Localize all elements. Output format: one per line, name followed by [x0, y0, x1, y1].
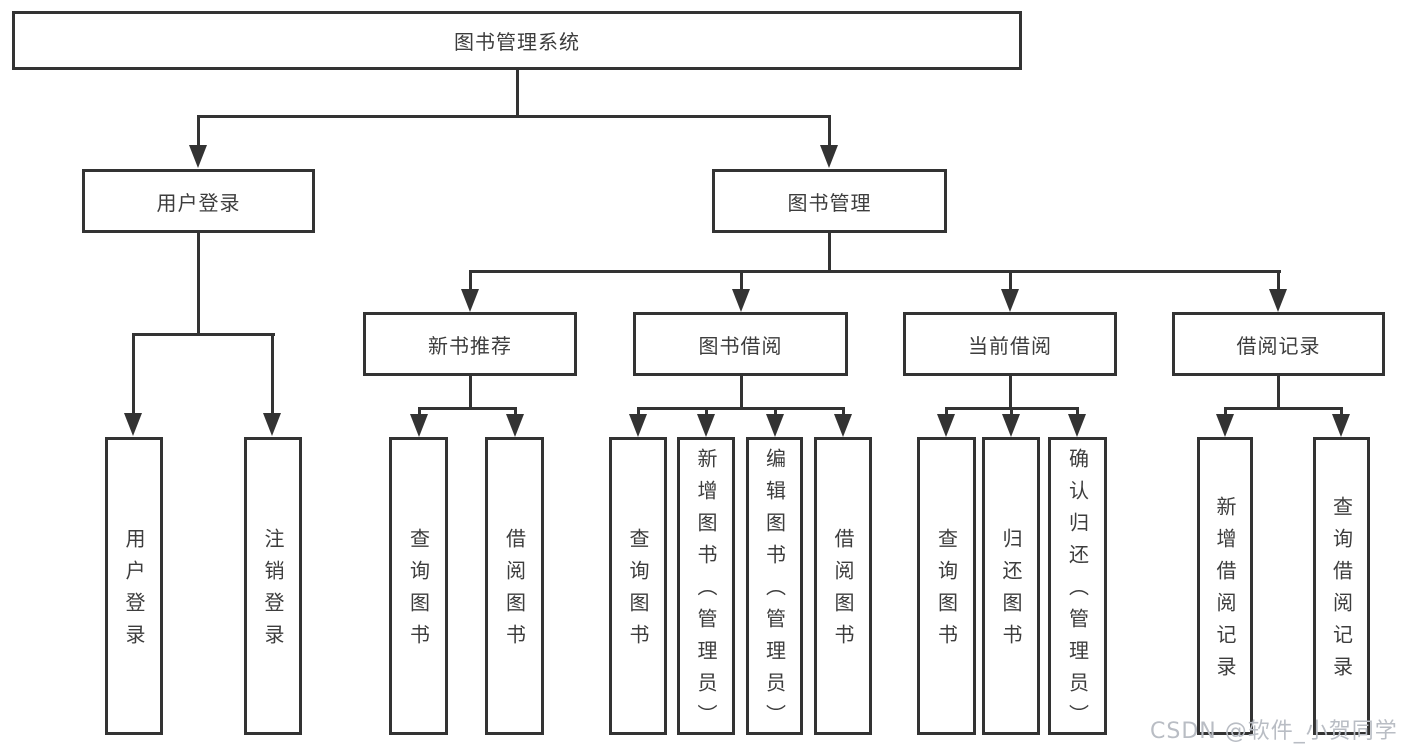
connector-cur-stub: [1009, 376, 1012, 410]
arrowhead-leaf: [506, 414, 524, 437]
connector-his-bar: [1224, 407, 1343, 410]
connector-leaf-drop: [514, 407, 517, 416]
leaf-label: 借阅图书: [831, 528, 855, 656]
leaf-add-book-admin: 新增图书（管理员）: [677, 437, 735, 736]
leaf-return-book: 归还图书: [982, 437, 1040, 735]
node-label: 借阅记录: [1236, 333, 1321, 358]
connector-leaf-drop: [1076, 407, 1079, 416]
connector-book-mgmt-stub: [828, 233, 831, 273]
connector-root-stub: [516, 70, 519, 117]
arrowhead-book-mgmt: [820, 145, 838, 168]
leaf-label: 确认归还（管理员）: [1065, 448, 1090, 736]
connector-leaf-drop: [1224, 407, 1227, 416]
node-label: 图书借阅: [698, 333, 783, 358]
connector-leaf-drop: [945, 407, 948, 416]
connector-bor-stub: [740, 376, 743, 410]
node-user-login: 用户登录: [82, 169, 315, 233]
leaf-label: 归还图书: [999, 528, 1023, 656]
node-library-management-system: 图书管理系统: [12, 11, 1022, 70]
leaf-edit-book-admin: 编辑图书（管理员）: [746, 437, 803, 736]
connector-leaf-drop: [774, 407, 777, 416]
arrowhead-borrow-record: [1269, 289, 1287, 312]
leaf-logout: 注销登录: [244, 437, 302, 735]
leaf-label: 用户登录: [122, 528, 146, 656]
arrowhead-leaf: [263, 413, 281, 436]
leaf-query-book-current: 查询图书: [917, 437, 976, 735]
arrowhead-leaf: [1332, 414, 1350, 437]
connector-user-login-stub: [197, 233, 200, 336]
connector-level3-drop: [1277, 270, 1280, 290]
connector-level3-drop: [1009, 270, 1012, 290]
leaf-label: 查询借阅记录: [1329, 496, 1354, 688]
arrowhead-book-borrow: [732, 289, 750, 312]
leaf-label: 编辑图书（管理员）: [762, 448, 787, 736]
leaf-label: 借阅图书: [502, 528, 527, 656]
leaf-query-book-recommend: 查询图书: [389, 437, 448, 735]
connector-leaf-drop: [705, 407, 708, 416]
node-new-book-recommend: 新书推荐: [363, 312, 577, 376]
leaf-label: 查询图书: [934, 528, 959, 656]
node-label: 当前借阅: [968, 333, 1052, 358]
connector-user-login-drop: [197, 115, 200, 147]
connector-his-stub: [1277, 376, 1280, 410]
leaf-add-borrow-record: 新增借阅记录: [1197, 437, 1253, 735]
arrowhead-leaf: [124, 413, 142, 436]
leaf-label: 查询图书: [406, 528, 431, 656]
connector-rec-stub: [469, 376, 472, 410]
node-label: 图书管理系统: [454, 30, 580, 54]
node-book-borrow: 图书借阅: [633, 312, 848, 376]
arrowhead-leaf: [1068, 414, 1086, 437]
connector-leaf-drop: [842, 407, 845, 416]
arrowhead-new-book-recommend: [461, 289, 479, 312]
connector-leaf-drop: [637, 407, 640, 416]
leaf-label: 注销登录: [261, 528, 285, 656]
arrowhead-leaf: [1002, 414, 1020, 437]
connector-user-login-bar: [132, 333, 275, 336]
node-book-management: 图书管理: [712, 169, 947, 233]
arrowhead-leaf: [629, 414, 647, 437]
connector-leaf-drop: [1340, 407, 1343, 416]
arrowhead-current-borrow: [1001, 289, 1019, 312]
connector-leaf-drop: [132, 333, 135, 413]
arrowhead-leaf: [410, 414, 428, 437]
connector-level3-drop: [740, 270, 743, 290]
arrowhead-leaf: [834, 414, 852, 437]
connector-leaf-drop: [271, 333, 274, 413]
leaf-query-book-borrow: 查询图书: [609, 437, 667, 735]
connector-leaf-drop: [1010, 407, 1013, 416]
arrowhead-leaf: [697, 414, 715, 437]
arrowhead-leaf: [937, 414, 955, 437]
leaf-confirm-return-admin: 确认归还（管理员）: [1048, 437, 1107, 736]
connector-level3-bar: [469, 270, 1281, 273]
arrowhead-leaf: [766, 414, 784, 437]
arrowhead-leaf: [1216, 414, 1234, 437]
connector-rec-bar: [418, 407, 517, 410]
leaf-user-login: 用户登录: [105, 437, 163, 735]
connector-bor-bar: [637, 407, 845, 410]
node-label: 新书推荐: [428, 333, 512, 358]
node-label: 图书管理: [787, 190, 872, 215]
connector-leaf-drop: [418, 407, 421, 416]
leaf-borrow-book: 借阅图书: [814, 437, 872, 735]
arrowhead-user-login: [189, 145, 207, 168]
node-label: 用户登录: [156, 190, 241, 215]
csdn-watermark: CSDN @软件_小贺同学: [1150, 719, 1398, 744]
leaf-label: 新增图书（管理员）: [694, 448, 718, 736]
leaf-label: 新增借阅记录: [1213, 496, 1237, 688]
leaf-label: 查询图书: [626, 528, 650, 656]
leaf-borrow-book-recommend: 借阅图书: [485, 437, 544, 735]
connector-book-mgmt-drop: [828, 115, 831, 147]
node-borrow-record: 借阅记录: [1172, 312, 1385, 376]
leaf-query-borrow-record: 查询借阅记录: [1313, 437, 1370, 735]
connector-level2-bar: [197, 115, 831, 118]
node-current-borrow: 当前借阅: [903, 312, 1117, 376]
connector-level3-drop: [469, 270, 472, 290]
